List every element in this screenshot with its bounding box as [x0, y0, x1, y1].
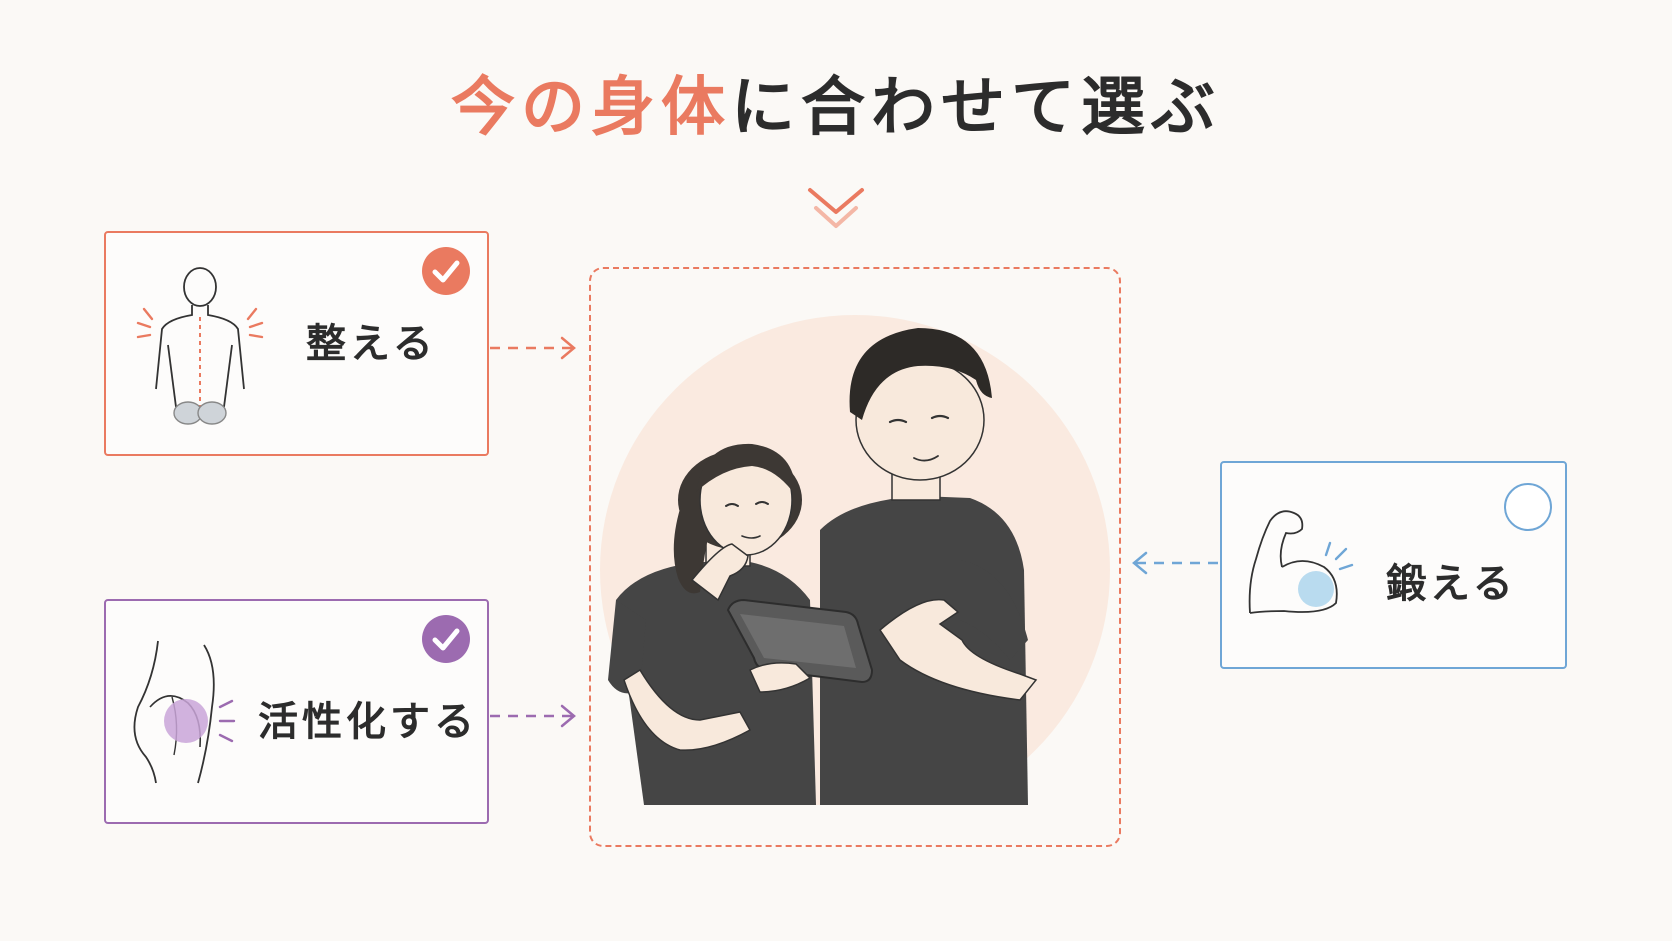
- man-figure: [820, 328, 1038, 805]
- check-circle-icon[interactable]: [422, 615, 470, 663]
- spine-back-icon: [136, 267, 264, 425]
- glute-icon: [133, 640, 236, 784]
- tablet: [726, 598, 874, 693]
- check-circle-icon[interactable]: [422, 247, 470, 295]
- center-frame: [589, 267, 1121, 847]
- title-highlight: 今の身体: [451, 71, 731, 145]
- page-title: 今の身体に合わせて選ぶ: [0, 68, 1672, 148]
- card-activate-label: 活性化する: [258, 699, 478, 745]
- card-strengthen-label: 鍛える: [1386, 561, 1517, 607]
- chevron-down-icon: [808, 188, 864, 228]
- card-align-label: 整える: [306, 321, 437, 367]
- arrow-left-icon: [1132, 551, 1218, 575]
- arrow-right-icon: [490, 336, 576, 360]
- title-rest: に合わせて選ぶ: [731, 71, 1221, 145]
- card-activate[interactable]: 活性化する: [104, 599, 489, 824]
- arrow-right-icon: [490, 704, 576, 728]
- unchecked-circle-icon[interactable]: [1504, 483, 1552, 531]
- trainer-client-illustration: [600, 315, 1110, 805]
- woman-figure: [608, 443, 816, 805]
- card-align[interactable]: 整える: [104, 231, 489, 456]
- card-strengthen[interactable]: 鍛える: [1220, 461, 1567, 669]
- flexed-arm-icon: [1248, 510, 1354, 614]
